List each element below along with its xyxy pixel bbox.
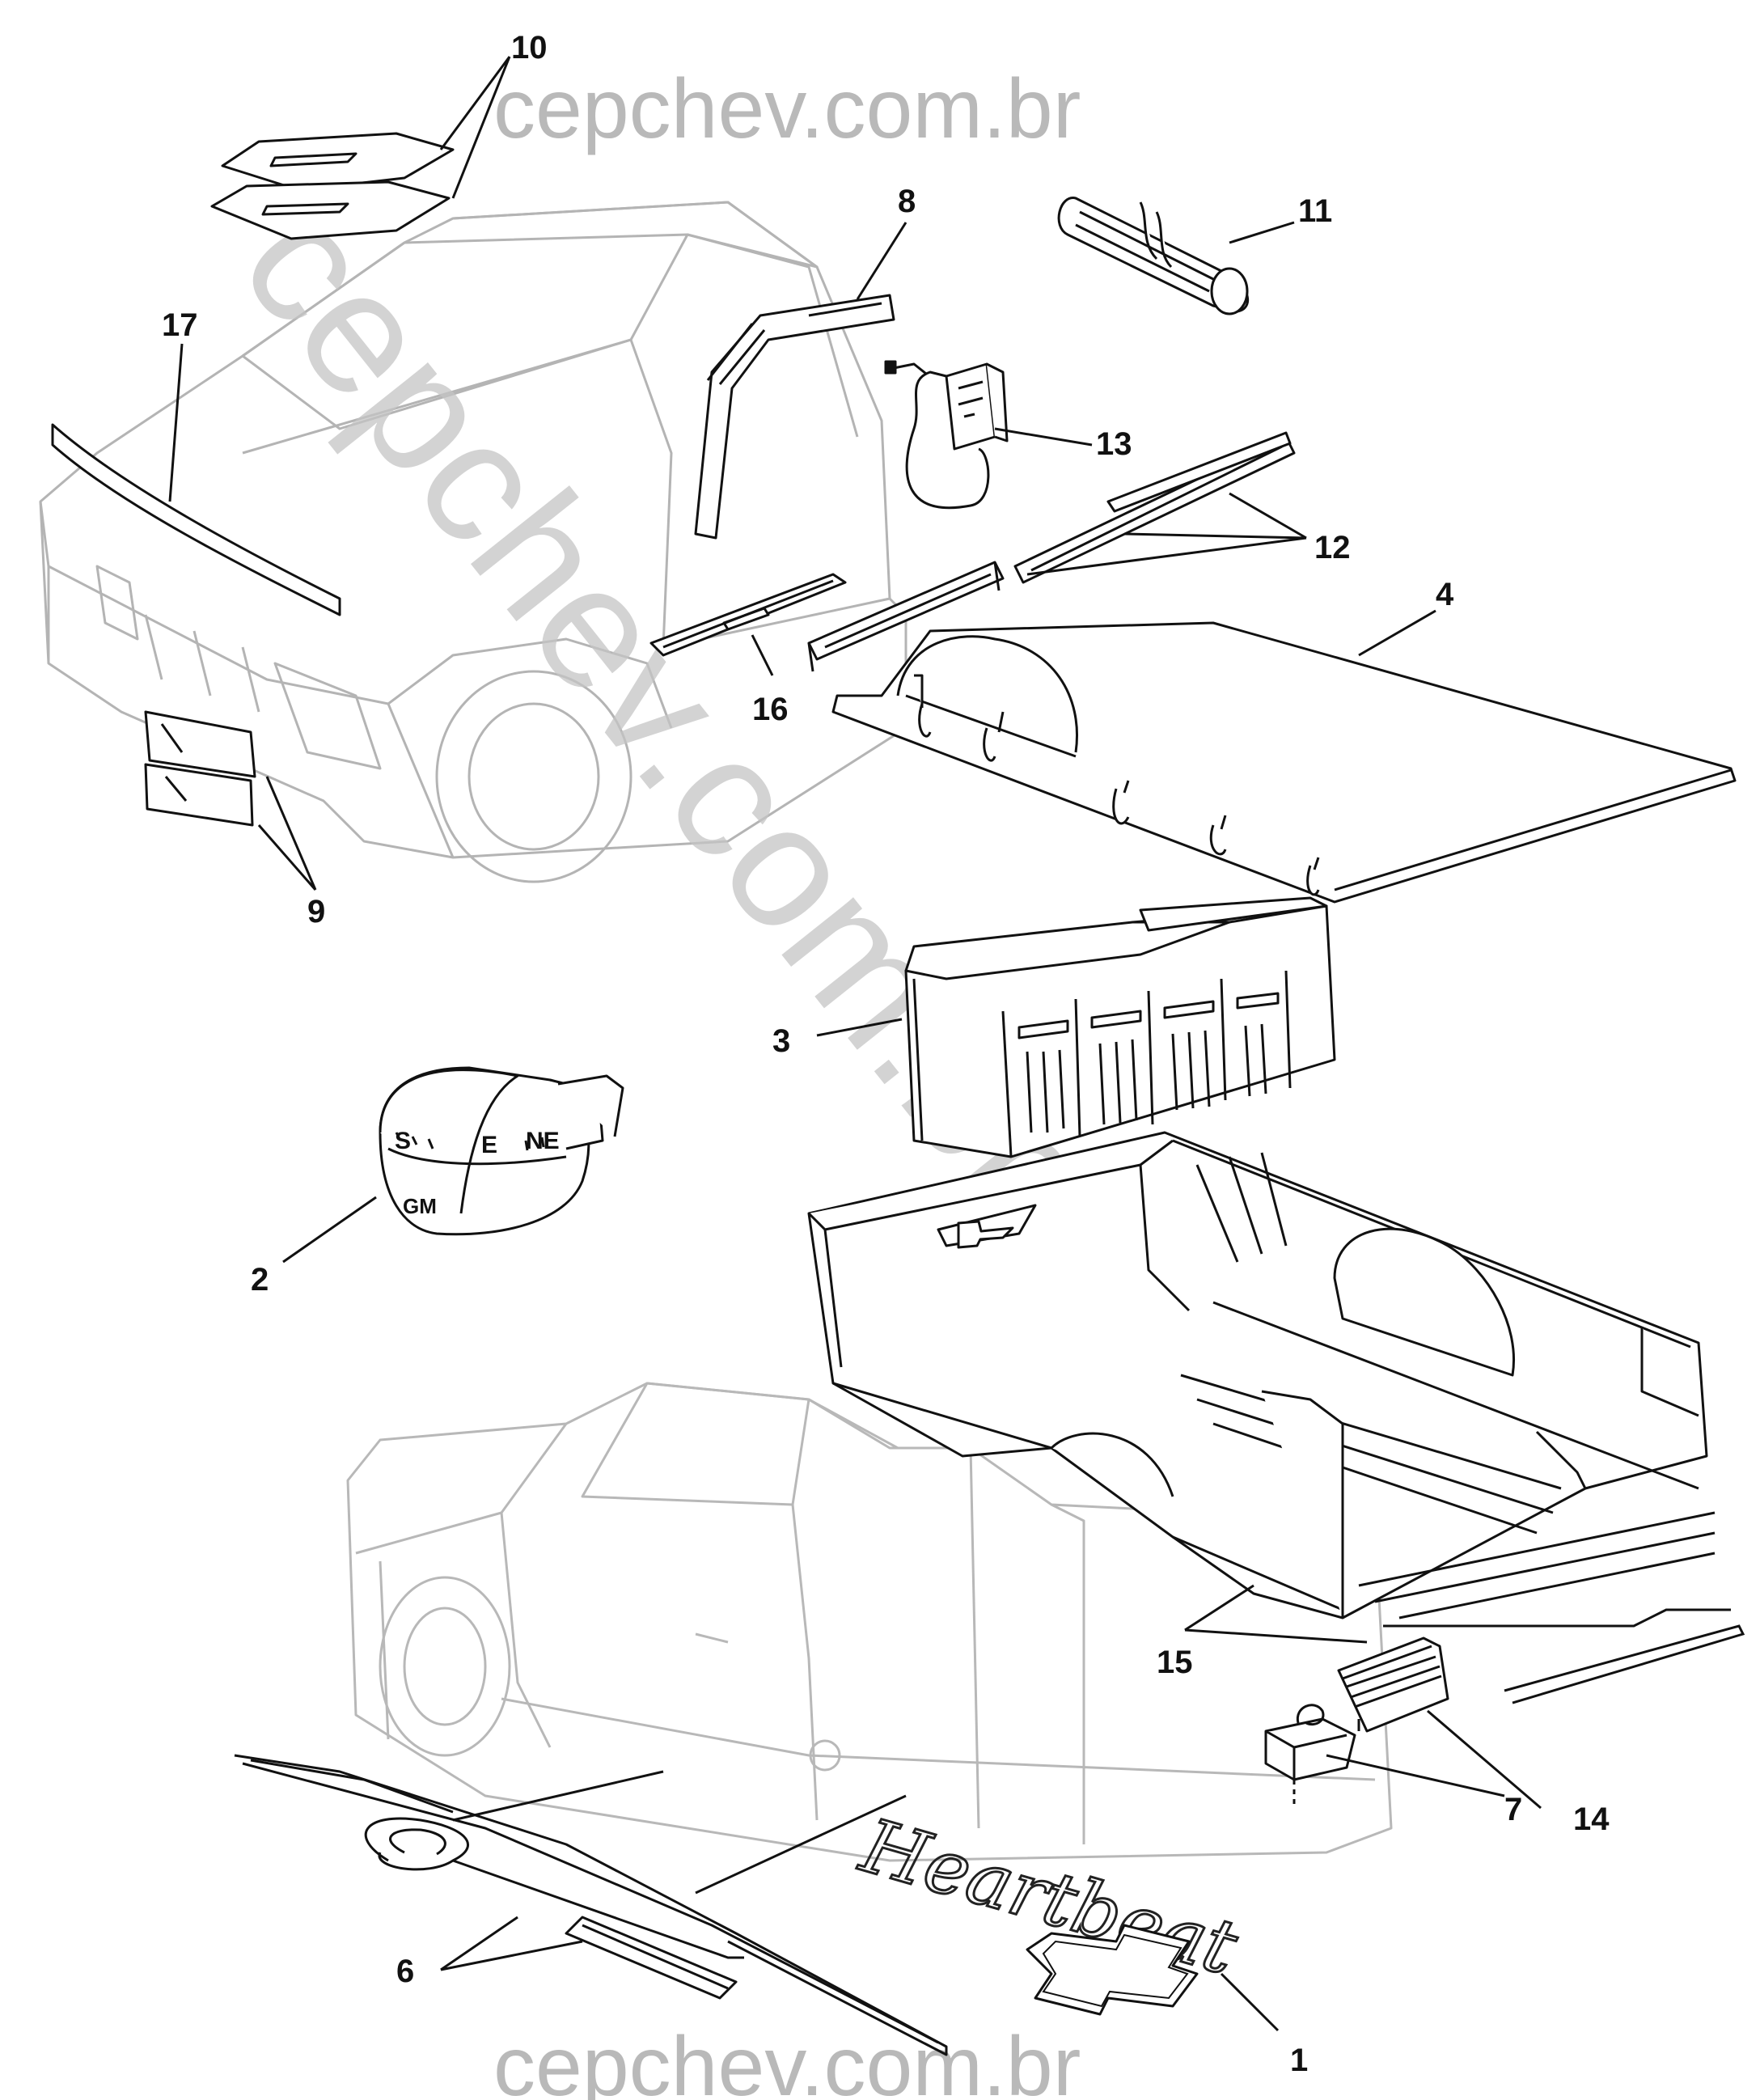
callout-4: 4 — [1436, 577, 1454, 612]
part-6-stripes — [234, 1754, 948, 2056]
callout-numbers: 10 8 11 17 13 12 4 16 9 3 2 15 14 7 6 1 — [162, 30, 1610, 2078]
callout-16: 16 — [752, 692, 789, 727]
compass-letter-e: E — [481, 1132, 497, 1158]
ghost-truck-front — [39, 201, 908, 883]
callout-6: 6 — [396, 1954, 414, 1989]
callout-13: 13 — [1096, 426, 1132, 462]
part-15-bed-liner — [807, 1131, 1708, 1619]
part-7-latch — [1264, 1704, 1356, 1804]
part-2-compass: S E NE GM — [379, 1066, 624, 1236]
part-11-roll — [1057, 197, 1249, 315]
part-14-step-plate — [1337, 1636, 1449, 1733]
watermark-top: cepchev.com.br — [493, 62, 1081, 156]
callout-11: 11 — [1298, 193, 1332, 229]
callout-10: 10 — [511, 30, 548, 66]
callout-7: 7 — [1504, 1792, 1522, 1827]
compass-letter-ne: NE — [526, 1128, 560, 1154]
callout-12: 12 — [1314, 530, 1351, 565]
part-1-heartbeat-decal: Heartbeat — [850, 1801, 1248, 2016]
leader-lines — [168, 56, 1542, 2032]
part-13-power-adapter — [884, 360, 1009, 510]
part-15-bed-strip — [1358, 1511, 1745, 1704]
bowtie-emblem — [1026, 1924, 1199, 2016]
callout-14: 14 — [1573, 1802, 1610, 1837]
compass-letter-s: S — [395, 1128, 411, 1154]
callout-1: 1 — [1290, 2043, 1308, 2078]
callout-3: 3 — [772, 1023, 790, 1059]
part-9-mud-flaps — [144, 710, 256, 827]
callout-15: 15 — [1157, 1645, 1193, 1680]
part-17-hood-deflector — [51, 423, 341, 616]
callout-17: 17 — [162, 307, 198, 343]
part-16-sill-plate — [649, 573, 847, 657]
part-12-bed-rails — [807, 431, 1296, 672]
compass-gm-logo: GM — [403, 1194, 437, 1218]
ghost-truck-side — [346, 1382, 1393, 1862]
part-3-tool-box — [904, 896, 1336, 1158]
part-8-vent-visor — [694, 294, 895, 540]
watermark-bottom: cepchev.com.br — [493, 2020, 1081, 2100]
callout-2: 2 — [251, 1262, 269, 1298]
callout-9: 9 — [307, 894, 325, 929]
part-10-floor-mats — [210, 132, 455, 240]
callout-8: 8 — [898, 184, 916, 219]
part-4-tonneau-cover — [831, 621, 1737, 904]
